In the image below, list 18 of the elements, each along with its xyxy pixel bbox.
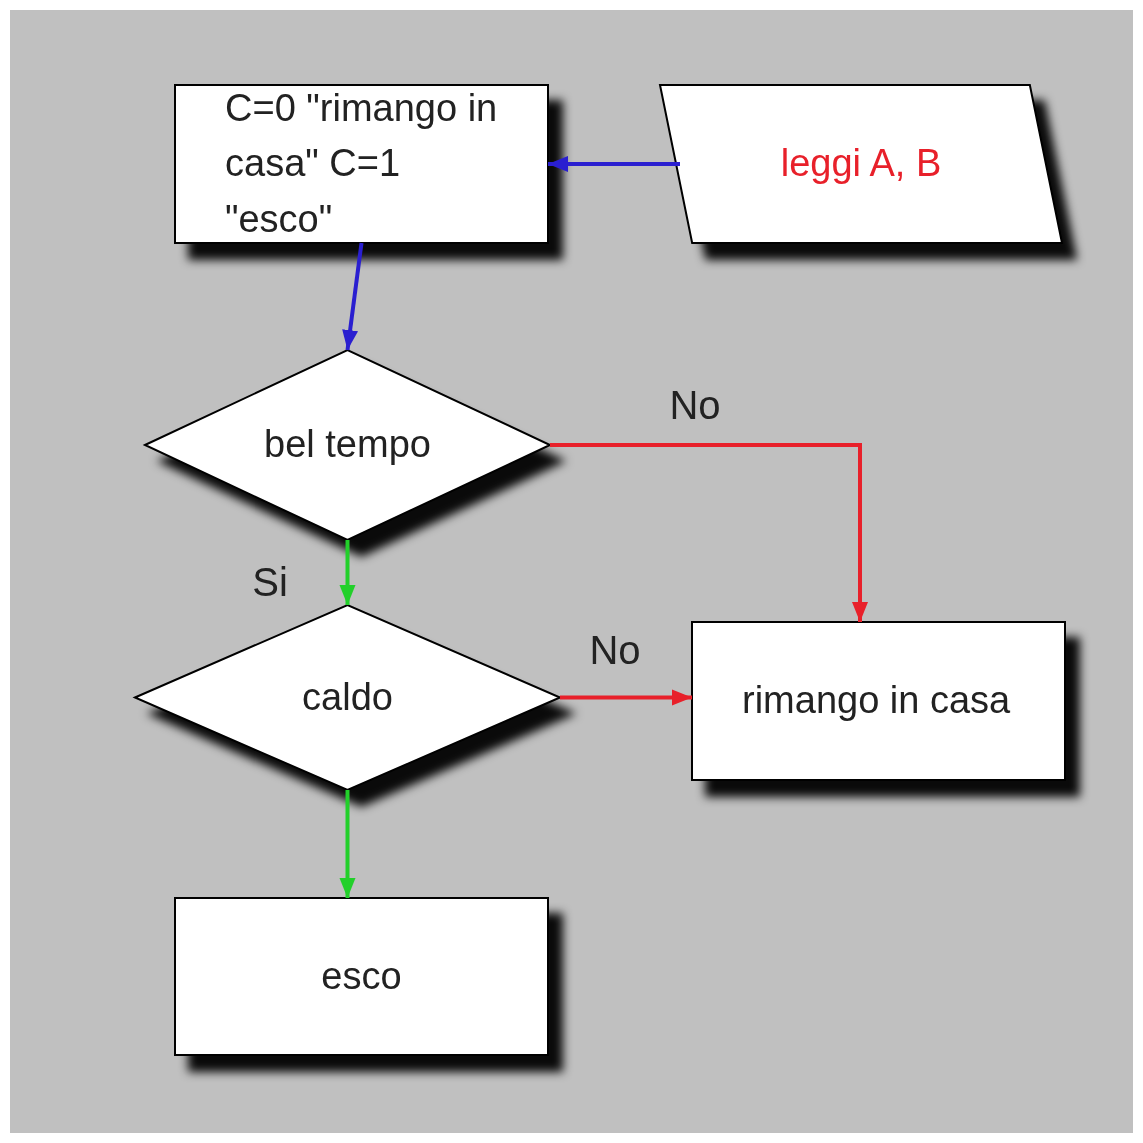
decision-diamond bbox=[135, 605, 560, 790]
node-text: bel tempo bbox=[263, 422, 432, 468]
arrow bbox=[342, 242, 364, 351]
arrow bbox=[548, 156, 680, 172]
node-text: esco bbox=[320, 953, 403, 999]
process-box bbox=[175, 898, 548, 1055]
arrow bbox=[560, 689, 692, 706]
node-text: caldo bbox=[301, 674, 394, 720]
node-text: leggi A, B bbox=[779, 141, 943, 187]
process-box bbox=[692, 622, 1065, 780]
arrow bbox=[339, 790, 356, 898]
decision-diamond bbox=[145, 350, 550, 540]
node-text: C=0 "rimango in casa" C=1 "esco" bbox=[224, 86, 499, 242]
input-parallelogram bbox=[660, 85, 1062, 243]
arrow bbox=[339, 540, 356, 605]
node-text: rimango in casa bbox=[741, 678, 1012, 724]
arrow bbox=[550, 443, 868, 622]
process-box bbox=[175, 85, 548, 243]
